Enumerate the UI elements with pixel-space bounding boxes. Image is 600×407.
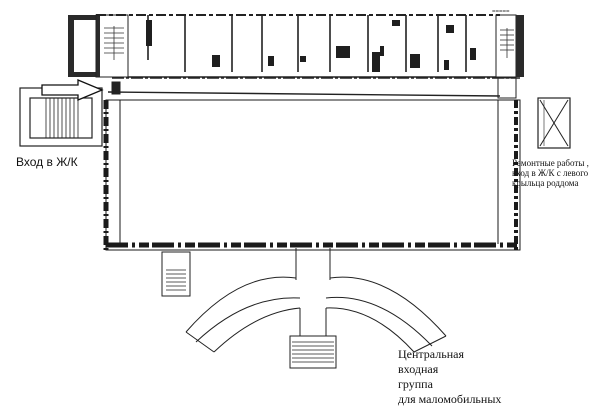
left-entry-annex	[19, 87, 103, 147]
page-number: =====	[492, 9, 510, 15]
wall-blocks	[146, 20, 476, 72]
upper-wing	[68, 14, 524, 78]
repair-note: Ремонтные работы , вход в Ж/К с левого к…	[512, 158, 589, 188]
left-stairwell	[104, 26, 124, 60]
entry-arrow-icon	[41, 79, 104, 101]
entry-label: Вход в Ж/К	[16, 155, 78, 169]
south-staircase	[161, 251, 191, 297]
corridor	[107, 77, 520, 99]
right-stairwell	[500, 28, 514, 58]
right-closed-annex	[537, 97, 571, 149]
central-entrance-ramp	[185, 248, 447, 369]
central-entrance-label: Центральная входная группа для маломобил…	[398, 347, 502, 406]
main-hall	[103, 99, 521, 251]
